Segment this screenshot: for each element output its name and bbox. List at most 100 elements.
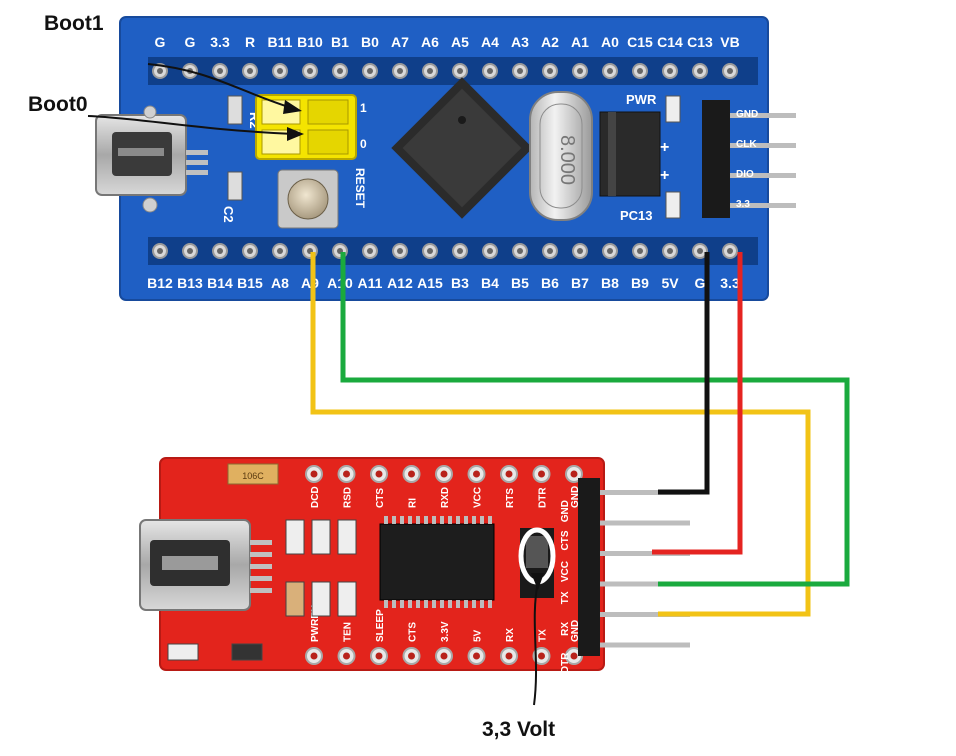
chip-leg — [464, 516, 468, 524]
header-pin — [600, 642, 690, 648]
pwr-led — [665, 95, 681, 123]
pin-hole-center — [247, 68, 253, 74]
top-pin-label: A3 — [511, 34, 529, 50]
chip-leg — [392, 516, 396, 524]
wire-A9-to-RX — [310, 252, 811, 617]
plus-sign-1: + — [660, 139, 669, 156]
bottom-pin-label: SLEEP — [375, 609, 386, 642]
bottom-pin-label: 3.3 — [720, 275, 740, 291]
top-pin-label: CTS — [375, 488, 386, 508]
pin-hole-center — [487, 248, 493, 254]
pin-hole-center — [457, 248, 463, 254]
ftdi-header-label: TX — [560, 591, 571, 604]
bottom-pin-label: B14 — [207, 275, 233, 291]
chip-leg — [432, 600, 436, 608]
smd-resistor — [311, 519, 331, 555]
top-pin-label: RXD — [440, 487, 451, 508]
pin-hole-center — [667, 68, 673, 74]
smd-capacitor — [285, 581, 305, 617]
reset-label: RESET — [353, 168, 367, 209]
pin-hole-center — [570, 652, 578, 660]
pin-hole-center — [217, 248, 223, 254]
bottom-pin-label: 5V — [661, 275, 679, 291]
pc13-led — [665, 191, 681, 219]
bottom-pin-label: TX — [538, 629, 549, 642]
top-pin-label: A1 — [571, 34, 589, 50]
pin-hole-center — [375, 470, 383, 478]
chip-leg — [472, 516, 476, 524]
ftdi-header-label: GND — [560, 500, 571, 522]
top-pin-label: VB — [720, 34, 739, 50]
bottom-pin-label: A11 — [358, 275, 383, 291]
top-pin-label: C14 — [657, 34, 683, 50]
swd-header-label: 3.3 — [736, 199, 750, 210]
pin-hole-center — [473, 652, 480, 660]
boot-jumpers[interactable]: 1 0 — [255, 94, 367, 160]
smd-capacitor — [311, 581, 331, 617]
chip-leg — [384, 516, 388, 524]
chip-leg — [424, 516, 428, 524]
bottom-pin-label: TEN — [343, 622, 354, 642]
pin-hole-center — [367, 248, 373, 254]
mini-usb-connector — [139, 519, 272, 611]
bottom-pin-label: GND — [570, 620, 581, 642]
top-pin-label: DCD — [310, 486, 321, 508]
pin-hole-center — [547, 248, 553, 254]
pin-hole-center — [505, 652, 513, 660]
pin-hole-center — [367, 68, 373, 74]
top-pin-label: C15 — [627, 34, 653, 50]
wire-33-to-VCC — [652, 252, 743, 555]
bottom-pin-label: B6 — [541, 275, 559, 291]
pin-hole-center — [408, 470, 415, 478]
ft232-chip — [379, 516, 495, 608]
pc13-label: PC13 — [620, 208, 653, 223]
pin-hole-center — [697, 248, 703, 254]
top-pin-label: A2 — [541, 34, 559, 50]
pin-hole-center — [487, 68, 493, 74]
chip-leg — [448, 516, 452, 524]
top-pin-label: C13 — [687, 34, 713, 50]
ftdi-header-label: RX — [560, 622, 571, 636]
top-pin-label: DTR — [538, 487, 549, 508]
header-pin — [600, 490, 690, 495]
pin-hole-center — [457, 68, 463, 74]
pin-hole-center — [343, 470, 350, 478]
connection-wires — [310, 252, 850, 617]
bottom-pin-label: A15 — [417, 275, 443, 291]
jumper-label-1: 1 — [360, 101, 367, 115]
bottom-pin-label: RX — [505, 628, 516, 642]
swd-header-label: DIO — [736, 169, 754, 180]
bottom-pin-label: A9 — [301, 275, 319, 291]
bottom-pin-label: B9 — [631, 275, 649, 291]
plus-sign-2: + — [660, 167, 669, 184]
pin-hole-center — [570, 470, 578, 478]
smd-led — [167, 643, 199, 661]
pwr-label: PWR — [626, 92, 657, 107]
swd-header-label: CLK — [736, 139, 757, 150]
top-pin-label: A0 — [601, 34, 619, 50]
crystal-label: 8.000 — [556, 135, 578, 185]
smd-resistor — [337, 519, 357, 555]
bottom-pin-label: B7 — [571, 275, 589, 291]
chip-leg — [480, 600, 484, 608]
pin-hole-center — [440, 470, 448, 478]
bottom-pin-label: B5 — [511, 275, 529, 291]
top-pin-label: B11 — [268, 34, 293, 50]
chip-leg — [480, 516, 484, 524]
pin-hole-center — [607, 248, 613, 254]
wire-A10-to-TX — [340, 252, 850, 587]
bottom-pin-label: 3.3V — [440, 621, 451, 642]
chip-leg — [472, 600, 476, 608]
reset-button[interactable] — [277, 169, 339, 229]
pin-hole-center — [397, 248, 403, 254]
pin-hole-center — [397, 68, 403, 74]
ftdi-header-label: VCC — [560, 561, 571, 582]
pin-hole-center — [637, 248, 643, 254]
c2-label: C2 — [221, 206, 236, 223]
header-pin — [600, 581, 690, 587]
top-pin-label: R — [245, 34, 255, 50]
pin-hole-center — [727, 248, 733, 254]
top-pin-label: VCC — [473, 487, 484, 508]
pin-hole-center — [607, 68, 613, 74]
smd-resistor — [285, 519, 305, 555]
